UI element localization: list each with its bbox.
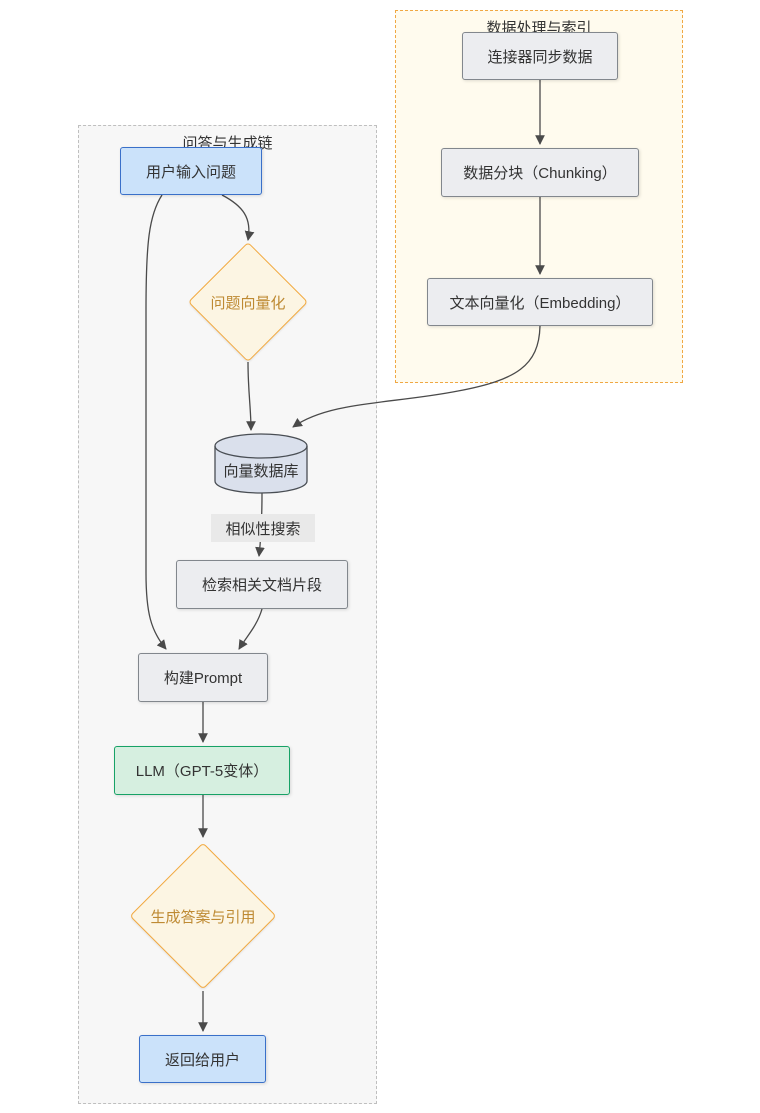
node-question-vectorize-label: 问题向量化 [210,294,286,312]
node-return-user: 返回给用户 [139,1035,266,1083]
node-chunking: 数据分块（Chunking） [441,148,639,197]
node-embedding: 文本向量化（Embedding） [427,278,653,326]
similarity-search-text: 相似性搜索 [225,520,301,538]
edge-label-similarity-search: 相似性搜索 [211,514,315,542]
node-retrieve-docs: 检索相关文档片段 [176,560,348,609]
node-chunking-label: 数据分块（Chunking） [463,165,617,182]
node-vector-db: 向量数据库 [215,452,307,488]
node-embedding-label: 文本向量化（Embedding） [449,294,631,312]
node-question-vectorize: 问题向量化 [187,241,309,363]
node-llm: LLM（GPT-5变体） [114,746,290,795]
node-vector-db-label: 向量数据库 [223,462,299,480]
node-user-input-label: 用户输入问题 [145,163,236,181]
node-return-user-label: 返回给用户 [164,1051,240,1069]
node-retrieve-docs-label: 检索相关文档片段 [201,577,322,594]
node-connector-sync: 连接器同步数据 [462,32,618,80]
node-connector-sync-label: 连接器同步数据 [487,48,593,66]
node-generate-answer: 生成答案与引用 [128,841,278,991]
node-generate-answer-label: 生成答案与引用 [150,908,256,926]
node-build-prompt: 构建Prompt [138,653,268,702]
node-build-prompt-label: 构建Prompt [163,670,243,687]
node-llm-label: LLM（GPT-5变体） [135,763,269,780]
node-user-input: 用户输入问题 [120,147,262,195]
